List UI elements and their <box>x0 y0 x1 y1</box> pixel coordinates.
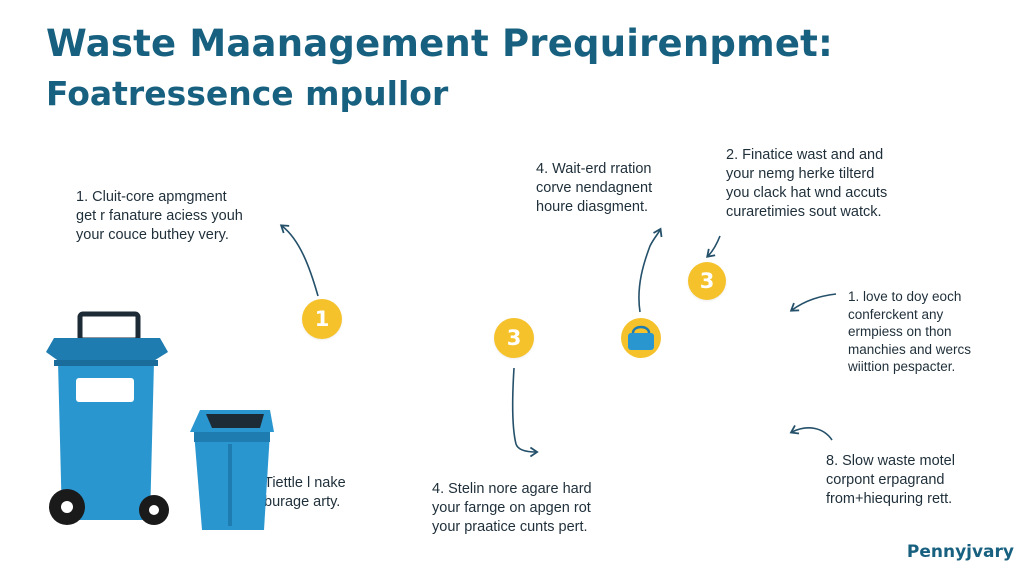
note-3-line: you clack hat wnd accuts <box>726 185 888 201</box>
note-7-line: from+hiequring rett. <box>826 491 953 507</box>
arrow-4 <box>789 293 837 312</box>
note-6-line: your farnge on apgen rot <box>432 500 591 516</box>
note-5: Tiettle l nake burage arty. <box>264 474 346 512</box>
arrow-6 <box>789 425 833 441</box>
note-4-line: conferckent any <box>848 306 944 322</box>
note-4-line: manchies and wercs <box>848 341 972 357</box>
note-6: 4. Stelin nore agare hard your farnge on… <box>432 480 592 537</box>
note-3: 2. Finatice wast and and your nemg herke… <box>726 146 887 222</box>
page-subtitle: Foatressence mpullor <box>46 74 449 113</box>
note-1-line: your couce buthey very. <box>76 227 229 243</box>
page-title: Waste Maanagement Prequirenpmet: <box>46 22 834 65</box>
open-bin-icon <box>190 410 274 530</box>
note-7-line: corpont erpagrand <box>826 472 945 488</box>
note-2-line: 4. Wait-erd rration <box>536 161 652 177</box>
note-5-line: Tiettle l nake <box>264 475 346 491</box>
note-1-line: get r fanature aciess youh <box>76 208 243 224</box>
note-3-line: your nemg herke tilterd <box>726 166 875 182</box>
note-1-line: 1. Cluit-core apmgment <box>76 189 227 205</box>
wheelie-bin-icon <box>46 311 169 525</box>
basket-icon <box>621 318 661 358</box>
note-2-line: corve nendagnent <box>536 180 653 196</box>
note-6-line: 4. Stelin nore agare hard <box>432 481 592 497</box>
note-4-line: 1. love to doy eoch <box>848 289 962 304</box>
brand-logo: Pennyjvary <box>906 542 1014 562</box>
arrow-1 <box>279 224 319 297</box>
arrow-3 <box>706 235 721 258</box>
note-2-line: houre diasgment. <box>536 199 649 215</box>
note-3-line: curaretimies sout watck. <box>726 204 882 220</box>
note-1: 1. Cluit-core apmgment get r fanature ac… <box>76 188 243 245</box>
arrow-2 <box>638 227 663 313</box>
note-4-line: wiittion pespacter. <box>848 359 956 374</box>
note-7-line: 8. Slow waste motel <box>826 453 955 469</box>
note-4: 1. love to doy eoch conferckent any ermp… <box>848 288 971 376</box>
note-7: 8. Slow waste motel corpont erpagrand fr… <box>826 452 955 509</box>
step-badge-1: 1 <box>302 299 342 339</box>
note-2: 4. Wait-erd rration corve nendagnent hou… <box>536 160 652 217</box>
step-badge-3-left: 3 <box>494 318 534 358</box>
note-3-line: 2. Finatice wast and and <box>726 147 884 163</box>
note-4-line: ermpiess on thon <box>848 324 952 339</box>
note-6-line: your praatice cunts pert. <box>432 519 588 535</box>
note-5-line: burage arty. <box>264 494 341 510</box>
step-badge-3-right: 3 <box>688 262 726 300</box>
arrow-5 <box>511 367 539 458</box>
